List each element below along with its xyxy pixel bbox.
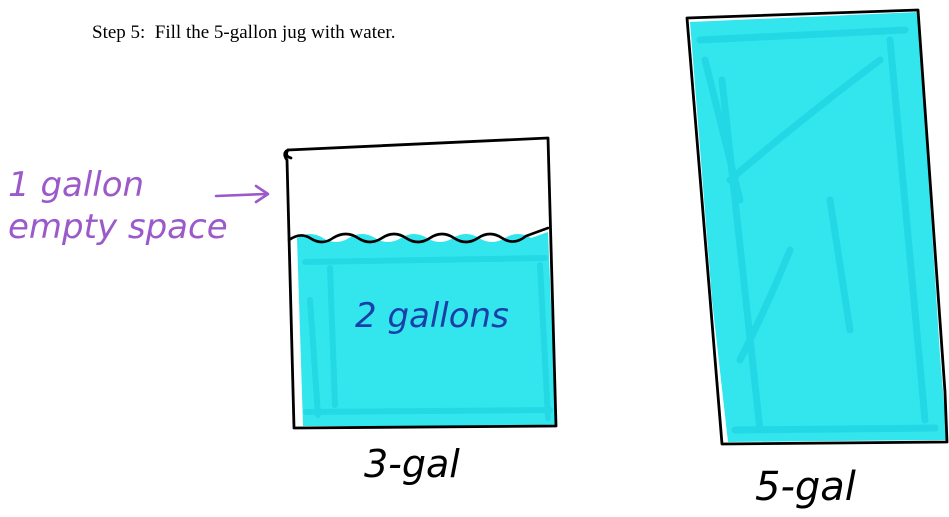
small-jug (283, 136, 558, 430)
arrow-head (254, 184, 270, 204)
small-jug-fill-label: 2 gallons (355, 296, 509, 336)
step-instruction: Step 5: Fill the 5-gallon jug with water… (92, 22, 396, 43)
large-jug-water-texture (696, 26, 939, 434)
small-jug-water-texture (302, 255, 553, 421)
small-jug-water-surface (287, 226, 550, 244)
small-jug-outline (283, 136, 558, 430)
large-jug (685, 8, 949, 446)
small-jug-water (297, 232, 556, 426)
annotation-line-1: 1 gallon (8, 165, 144, 205)
arrow-shaft (214, 192, 268, 198)
annotation-arrow (214, 184, 270, 204)
large-jug-outline (685, 8, 949, 446)
large-jug-label: 5-gal (755, 464, 856, 510)
small-jug-label: 3-gal (364, 442, 460, 486)
annotation-line-2: empty space (8, 207, 228, 247)
